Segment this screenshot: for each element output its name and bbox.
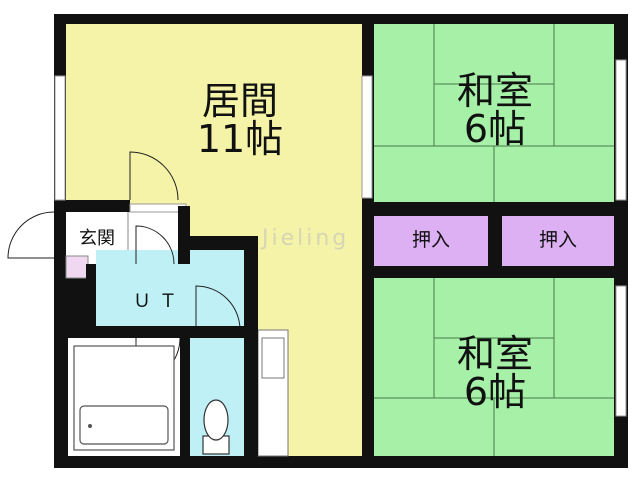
tatami-lines-bottom <box>374 278 614 456</box>
oshiire-right-label: 押入 <box>538 229 577 251</box>
washitsu-top-name: 和室 <box>456 69 533 113</box>
genkan-label: 玄関 <box>79 228 115 249</box>
shoe-box <box>65 255 89 279</box>
watermark: Jieling <box>262 226 350 251</box>
washitsu-top-size: 6帖 <box>463 107 527 151</box>
toilet <box>202 399 230 455</box>
windows <box>54 59 627 417</box>
oshiire-right-floor <box>502 216 614 266</box>
bathtub-inner <box>79 405 169 445</box>
oshiire-left-label: 押入 <box>411 229 450 251</box>
washitsu-bottom-label: 和室 6帖 <box>440 335 550 411</box>
washitsu-bottom-size: 6帖 <box>463 370 527 414</box>
bathtub-drain <box>88 424 92 428</box>
ut-label: ＵＴ <box>133 291 185 312</box>
washitsu-bottom-name: 和室 <box>456 332 533 376</box>
living-room-name: 居間 <box>201 79 278 123</box>
oshiire-left-floor <box>374 216 488 266</box>
tatami-lines-top <box>374 24 614 202</box>
living-room-size: 11帖 <box>196 117 284 161</box>
kitchen-sink <box>261 337 285 379</box>
ut-area-floor <box>96 250 244 326</box>
living-room-label: 居間 11帖 <box>185 82 295 158</box>
interior-walls <box>86 202 614 456</box>
washitsu-top-label: 和室 6帖 <box>440 72 550 148</box>
